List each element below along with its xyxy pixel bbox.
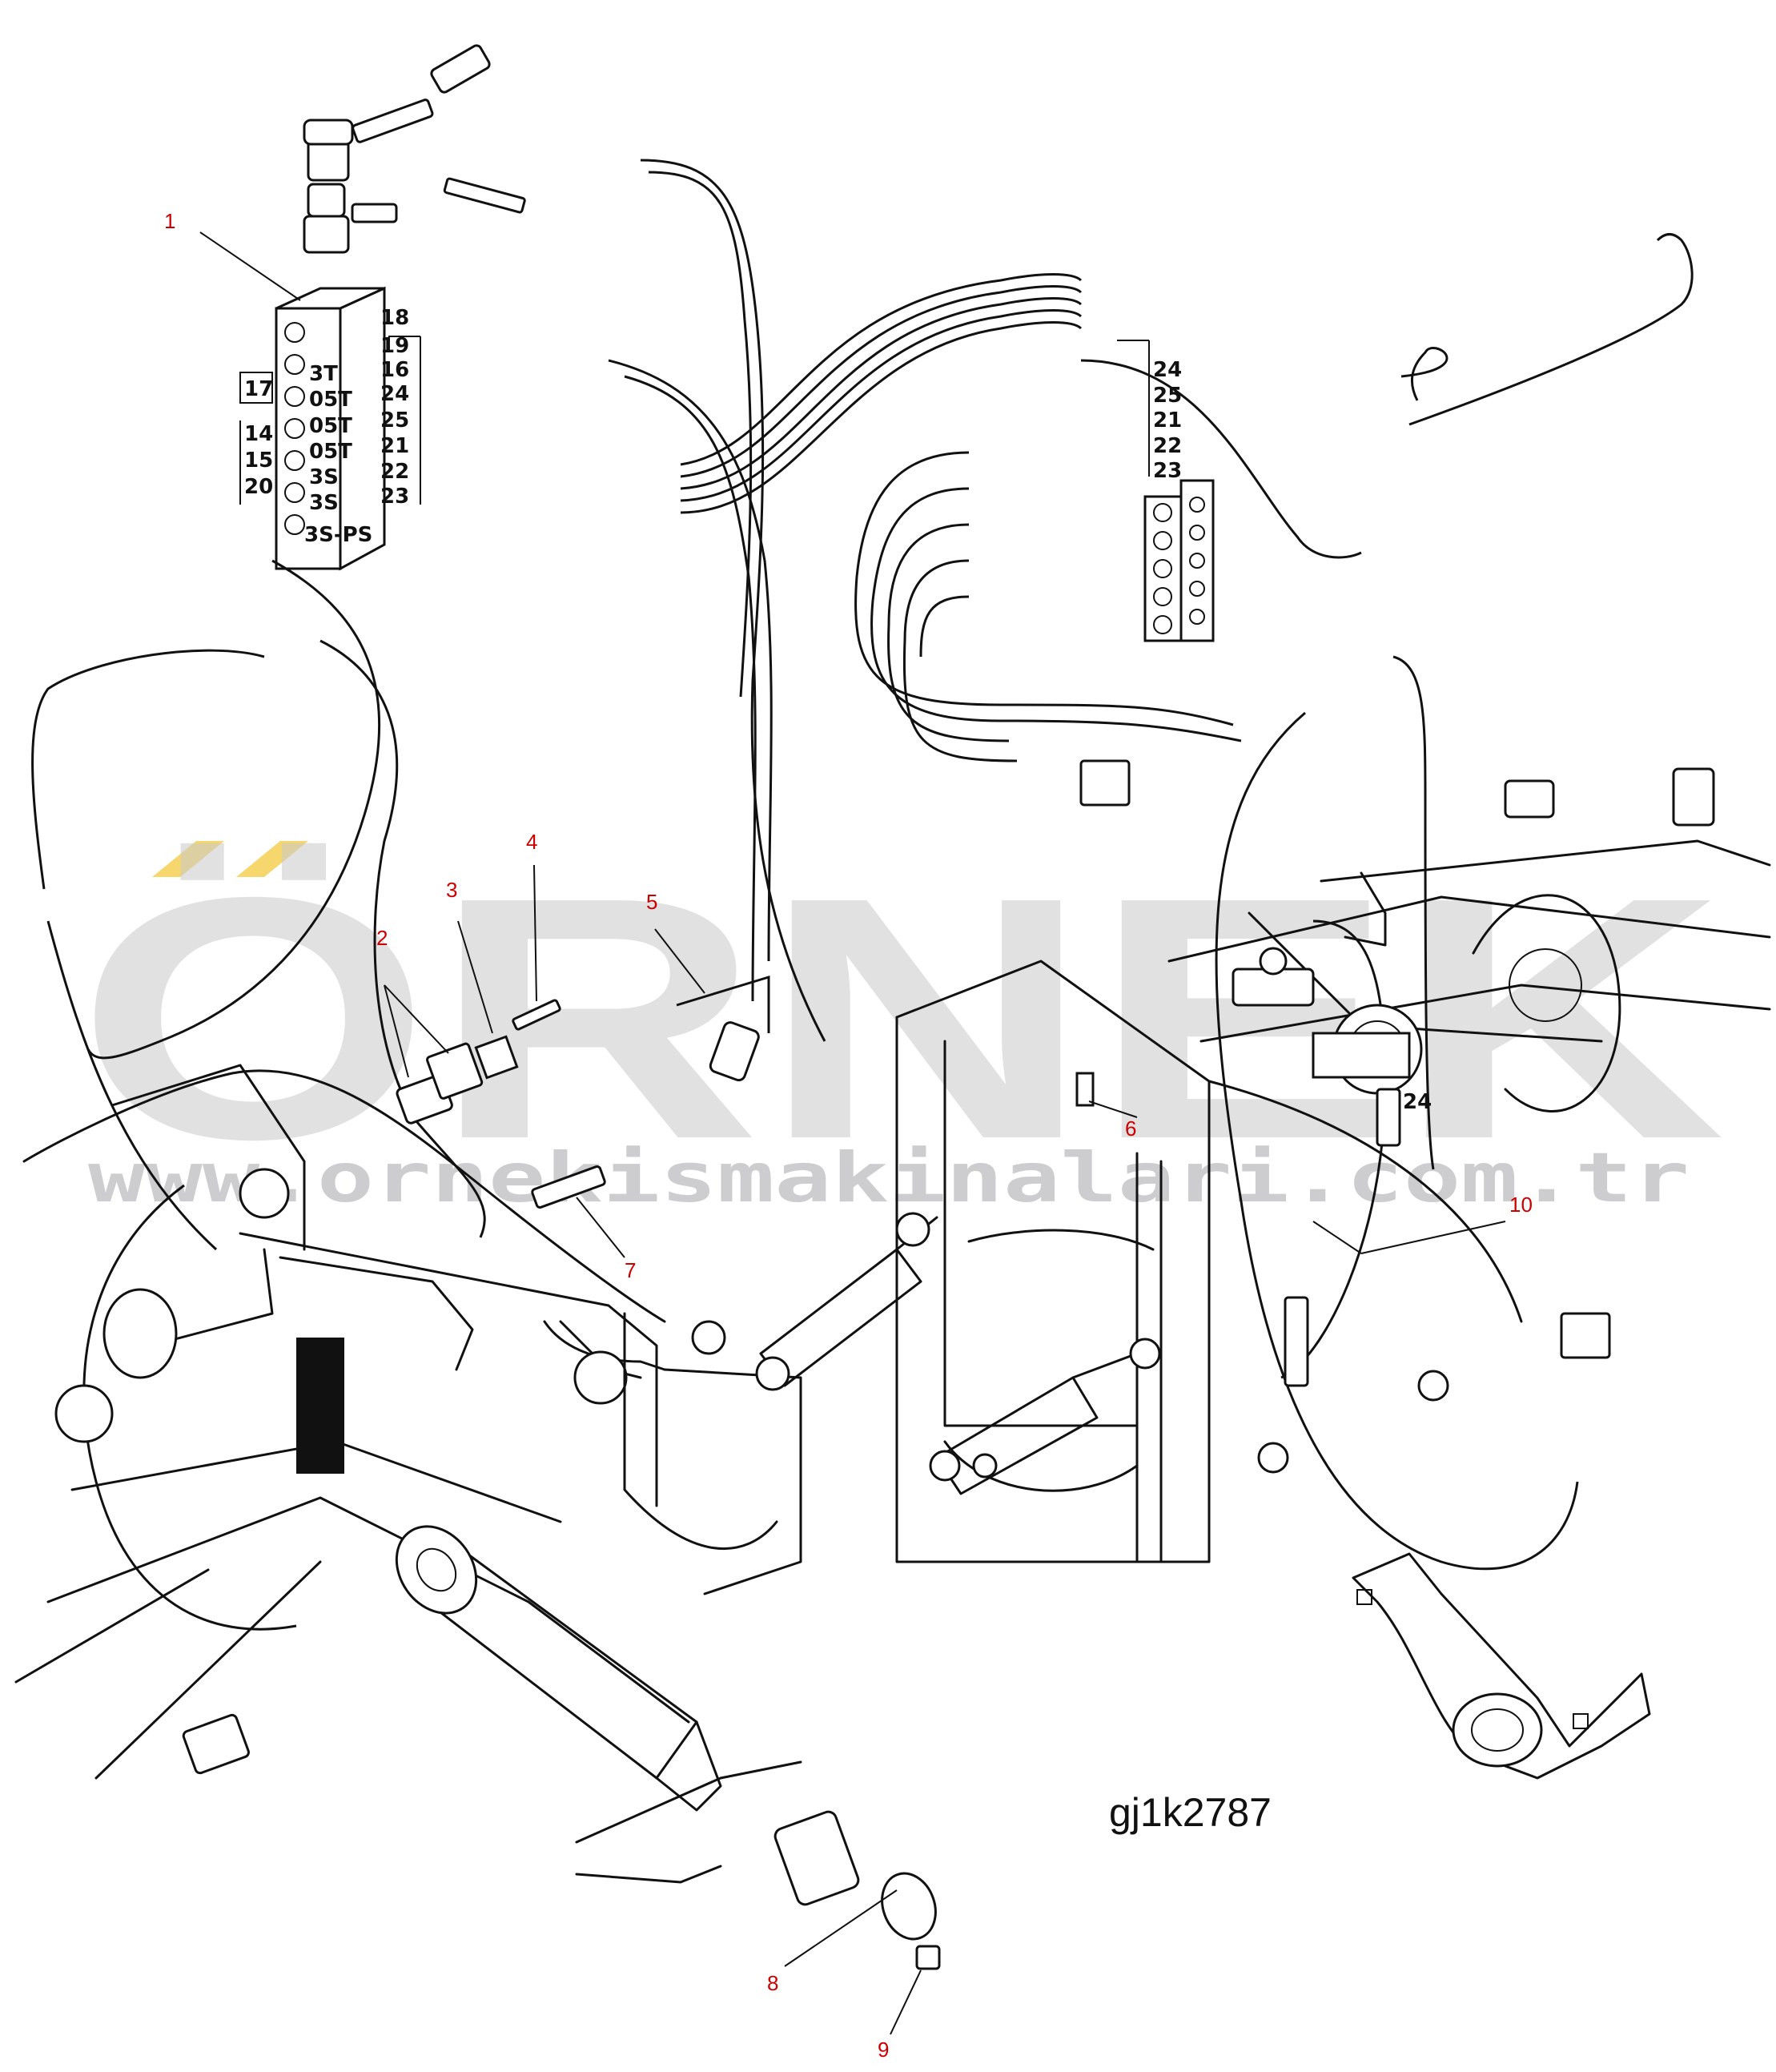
elbow-fitting-upper — [1504, 779, 1555, 819]
part-4-bolt — [512, 999, 561, 1031]
callout-7: 7 — [625, 1258, 636, 1282]
part-8-mount — [773, 1810, 860, 1906]
fitting-label-24: 24 — [1403, 1090, 1432, 1114]
callout-6: 6 — [1125, 1116, 1136, 1141]
port-label-18: 18 — [380, 306, 409, 330]
hose-tag-25: 25 — [1153, 384, 1182, 408]
watermark-url: www.ornekismakinalari.com.tr — [88, 1138, 1690, 1218]
part-6-sleeve — [1075, 1072, 1095, 1107]
port-label-24: 24 — [380, 382, 409, 406]
callout-9: 9 — [878, 2038, 889, 2062]
part-10-strip — [1284, 1296, 1309, 1387]
callout-5: 5 — [646, 890, 657, 914]
block-size-2: 05T — [309, 388, 352, 412]
distribution-block: 3T 05T 05T 05T 3S 3S 3S-PS 18 19 16 24 2… — [239, 44, 526, 571]
port-box-17 — [239, 372, 273, 404]
port-label-20: 20 — [244, 475, 273, 499]
watermark: ÖRNEK www.ornekismakinalari.com.tr — [76, 827, 1726, 1218]
part-2-clamp-b — [426, 1042, 484, 1100]
block-port-row — [284, 322, 305, 535]
boom-assembly — [14, 1064, 802, 1884]
watermark-accent-right — [236, 841, 308, 877]
port-label-17: 17 — [244, 377, 273, 401]
hose-tag-group-right: 24 25 21 22 23 — [1117, 340, 1182, 483]
port-label-21: 21 — [380, 434, 409, 458]
part-7-tube — [531, 1165, 606, 1209]
elbow-fitting-bottom-left — [182, 1713, 250, 1775]
hose-bundle — [31, 159, 1694, 1631]
callout-2: 2 — [376, 926, 388, 950]
port-label-14: 14 — [244, 422, 273, 446]
square-nut-right — [1560, 1312, 1611, 1359]
port-label-25: 25 — [380, 408, 409, 433]
block-size-3: 05T — [309, 414, 352, 438]
hydraulic-cylinder-steering-upper — [755, 1212, 938, 1391]
callouts: 1 2 3 4 5 6 7 8 9 10 — [164, 209, 1533, 2062]
port-label-23: 23 — [380, 485, 409, 509]
callout-1: 1 — [164, 209, 175, 233]
steering-knuckle — [1352, 1552, 1651, 1780]
block-size-1: 3T — [309, 362, 338, 386]
hydraulic-cylinder-boom — [395, 1525, 722, 1812]
block-side-face — [339, 286, 386, 571]
square-nut — [1079, 759, 1131, 807]
watermark-brand: ÖRNEK — [76, 827, 1726, 1211]
port-label-19: 19 — [380, 334, 409, 358]
port-label-22: 22 — [380, 460, 409, 484]
block-size-5: 3S — [309, 465, 339, 489]
part-5-elbow — [676, 975, 770, 1033]
callout-4: 4 — [526, 830, 537, 854]
part-3-plate — [474, 1035, 519, 1080]
block-size-4: 05T — [309, 440, 352, 464]
block-b-left — [1143, 495, 1183, 642]
hose-tag-24: 24 — [1153, 358, 1182, 382]
callout-3: 3 — [446, 878, 457, 902]
callout-8: 8 — [767, 1971, 778, 1995]
pressure-fitting — [1376, 1088, 1401, 1147]
block-size-7: 3S-PS — [304, 523, 372, 547]
hose-tag-21: 21 — [1153, 408, 1182, 433]
block-size-6: 3S — [309, 491, 339, 515]
drawing-code: gj1k2787 — [1109, 1790, 1272, 1835]
elbow-fitting-top-right — [1672, 767, 1715, 827]
fittings: 24 — [182, 759, 1715, 1970]
watermark-accent-left — [152, 841, 224, 877]
block-b-right — [1179, 479, 1215, 642]
hose-tag-23: 23 — [1153, 459, 1182, 483]
port-label-15: 15 — [244, 449, 273, 473]
hydraulic-cylinder-steering-lower — [929, 1338, 1161, 1495]
part-9-bolt — [915, 1945, 941, 1970]
secondary-distribution-block — [1143, 479, 1215, 642]
port-label-16: 16 — [380, 358, 409, 382]
hose-tag-22: 22 — [1153, 434, 1182, 458]
callout-10: 10 — [1509, 1193, 1533, 1217]
